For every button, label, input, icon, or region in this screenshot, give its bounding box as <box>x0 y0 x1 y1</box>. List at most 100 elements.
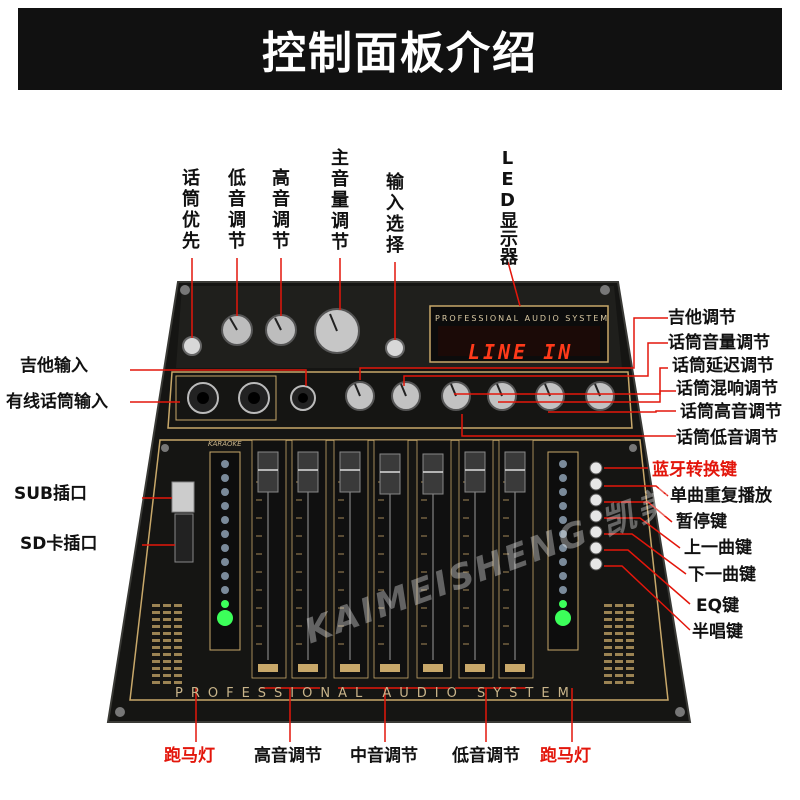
transport-button <box>589 525 603 539</box>
led-indicator <box>221 572 229 580</box>
fader-cap <box>422 453 444 495</box>
led-indicator <box>221 502 229 510</box>
knob-pointer <box>400 383 407 397</box>
transport-button <box>589 493 603 507</box>
led-indicator <box>559 474 567 482</box>
decorative-bar <box>163 632 171 635</box>
panel-footer-text: PROFESSIONAL AUDIO SYSTEM <box>175 686 577 701</box>
decorative-bar <box>626 639 634 642</box>
decorative-bar <box>152 632 160 635</box>
decorative-bar <box>152 625 160 628</box>
led-indicator <box>555 610 571 626</box>
decorative-bar <box>626 632 634 635</box>
led-indicator <box>221 586 229 594</box>
master-volume-knob <box>314 308 360 354</box>
fader-label-plate <box>340 664 360 672</box>
screw-icon <box>161 444 169 452</box>
label-next-track: 下一曲键 <box>688 565 756 585</box>
screw-icon <box>115 707 125 717</box>
fader-label-plate <box>505 664 525 672</box>
decorative-bar <box>163 639 171 642</box>
transport-button <box>589 477 603 491</box>
label-sub-port: SUB插口 <box>14 484 88 504</box>
label-mic-volume: 话筒音量调节 <box>668 333 770 353</box>
sd-slot <box>174 513 194 563</box>
led-indicator <box>559 586 567 594</box>
decorative-bar <box>626 660 634 663</box>
decorative-bar <box>163 646 171 649</box>
led-indicator <box>559 460 567 468</box>
decorative-bar <box>152 667 160 670</box>
decorative-bar <box>152 660 160 663</box>
decorative-bar <box>615 653 623 656</box>
label-sd-port: SD卡插口 <box>20 534 98 554</box>
led-indicator <box>221 558 229 566</box>
transport-button <box>589 461 603 475</box>
decorative-bar <box>615 625 623 628</box>
label-eq: EQ键 <box>696 596 740 616</box>
fader-label-plate <box>423 664 443 672</box>
label-treble: 高音调节 <box>272 168 290 252</box>
decorative-bar <box>626 618 634 621</box>
decorative-bar <box>604 604 612 607</box>
screw-icon <box>180 285 190 295</box>
input-select-button <box>385 338 405 358</box>
label-wired-mic-input: 有线话筒输入 <box>6 392 108 412</box>
decorative-bar <box>626 604 634 607</box>
led-indicator <box>559 488 567 496</box>
label-bass-eq: 低音调节 <box>452 746 520 766</box>
fader-cap <box>297 451 319 493</box>
fader-cap <box>464 451 486 493</box>
decorative-bar <box>615 646 623 649</box>
decorative-bar <box>174 611 182 614</box>
label-treble-eq: 高音调节 <box>254 746 322 766</box>
knob-pointer <box>354 383 361 397</box>
decorative-bar <box>615 681 623 684</box>
led-indicator <box>221 544 229 552</box>
decorative-bar <box>174 639 182 642</box>
decorative-bar <box>615 611 623 614</box>
label-input-select: 输入选择 <box>386 172 404 256</box>
label-guitar-adjust: 吉他调节 <box>668 308 736 328</box>
lcd-screen <box>438 326 600 356</box>
page-title: 控制面板介绍 <box>262 28 538 79</box>
decorative-bar <box>174 667 182 670</box>
label-mic-treble: 话筒高音调节 <box>680 402 782 422</box>
decorative-bar <box>174 618 182 621</box>
led-indicator <box>559 544 567 552</box>
fader-label-plate <box>298 664 318 672</box>
decorative-bar <box>604 653 612 656</box>
label-mic-delay: 话筒延迟调节 <box>672 356 774 376</box>
decorative-bar <box>174 632 182 635</box>
decorative-bar <box>604 681 612 684</box>
fader-cap <box>504 451 526 493</box>
decorative-bar <box>163 674 171 677</box>
title-bar: 控制面板介绍 <box>18 8 782 90</box>
decorative-bar <box>174 604 182 607</box>
label-bass: 低音调节 <box>228 168 246 252</box>
led-indicator <box>221 600 229 608</box>
led-indicator <box>559 558 567 566</box>
decorative-bar <box>615 639 623 642</box>
led-indicator <box>559 600 567 608</box>
decorative-bar <box>174 625 182 628</box>
decorative-bar <box>615 632 623 635</box>
decorative-bar <box>163 604 171 607</box>
label-bluetooth-switch: 蓝牙转换键 <box>652 460 737 480</box>
decorative-bar <box>615 604 623 607</box>
mic-priority-button <box>182 336 202 356</box>
decorative-bar <box>626 653 634 656</box>
label-single-repeat: 单曲重复播放 <box>670 486 772 506</box>
decorative-bar <box>626 674 634 677</box>
decorative-bar <box>174 646 182 649</box>
led-indicator <box>221 530 229 538</box>
decorative-bar <box>152 611 160 614</box>
decorative-bar <box>163 611 171 614</box>
label-pause: 暂停键 <box>676 512 727 532</box>
decorative-bar <box>604 646 612 649</box>
screw-icon <box>629 444 637 452</box>
screw-icon <box>675 707 685 717</box>
led-indicator <box>559 516 567 524</box>
label-prev-track: 上一曲键 <box>684 538 752 558</box>
led-indicator <box>559 572 567 580</box>
